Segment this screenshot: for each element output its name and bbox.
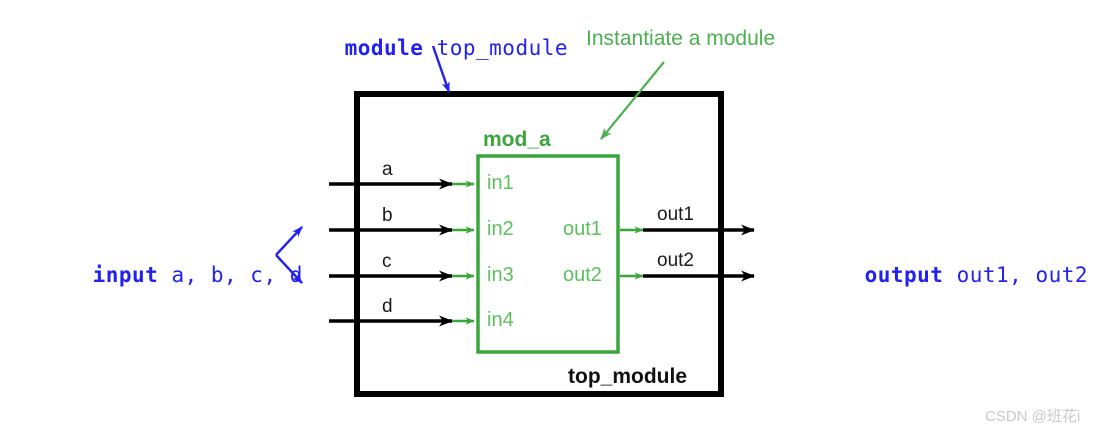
wire-label-a: a (382, 159, 393, 180)
inner-port-out2: out2 (563, 264, 602, 286)
wire-label-out1: out1 (657, 204, 694, 225)
input-port-list: a, b, c, d (158, 263, 303, 287)
inner-port-in4: in4 (487, 309, 514, 331)
input-declaration-annotation: input a, b, c, d (40, 244, 303, 307)
module-keyword: module (344, 36, 424, 60)
output-declaration-annotation: output out1, out2 (812, 244, 1088, 307)
inner-port-out1: out1 (563, 218, 602, 240)
module-name: top_module (423, 36, 569, 60)
output-keyword: output (864, 263, 944, 287)
instantiate-annotation-arrow (600, 61, 665, 140)
wire-label-out2: out2 (657, 250, 694, 271)
inner-module-name: mod_a (483, 128, 551, 151)
module-annotation-arrow (431, 45, 451, 93)
watermark: CSDN @班花i (985, 408, 1081, 425)
wire-label-b: b (382, 205, 393, 226)
inner-port-in3: in3 (487, 264, 514, 286)
input-annotation-arrows (275, 226, 303, 284)
inner-port-in2: in2 (487, 218, 514, 240)
module-declaration-annotation: module top_module (292, 17, 568, 80)
inner-port-in1: in1 (487, 172, 514, 194)
outer-module-label: top_module (568, 365, 687, 388)
input-keyword: input (92, 263, 159, 287)
inner-module-box (476, 154, 620, 354)
output-port-list: out1, out2 (943, 263, 1089, 287)
instantiate-note: Instantiate a module (586, 27, 776, 50)
outer-module-box (354, 91, 724, 397)
wire-label-c: c (382, 251, 392, 272)
wire-label-d: d (382, 296, 393, 317)
